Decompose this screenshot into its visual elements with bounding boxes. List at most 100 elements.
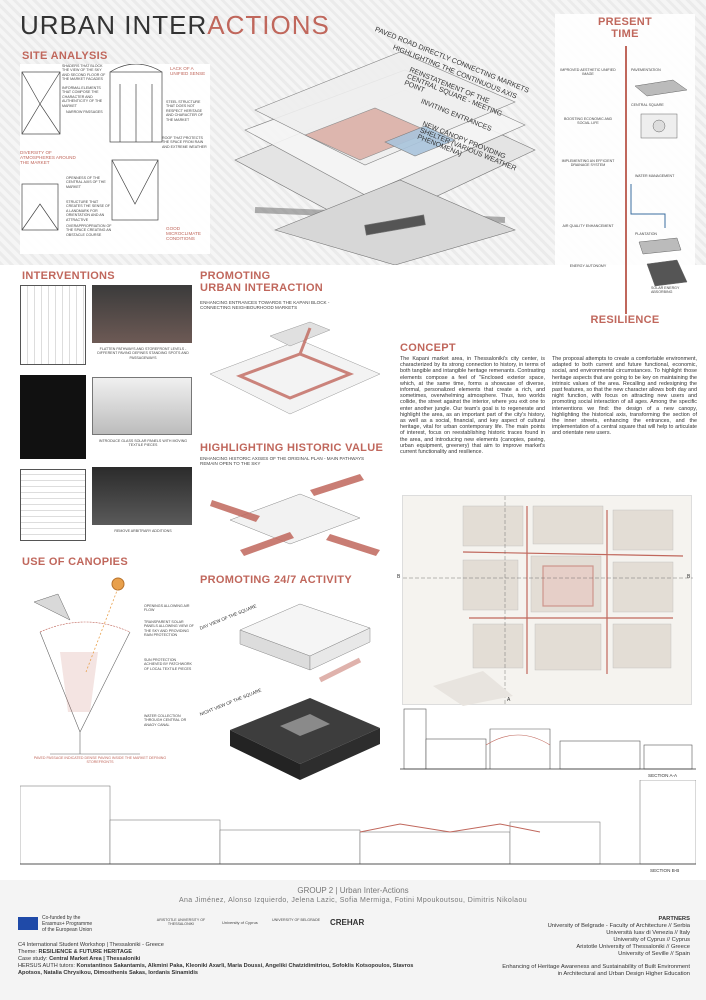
historic-diagram <box>200 470 390 570</box>
site-analysis-panel: SHADERS THAT BLOCK THE VIEW OF THE SKY A… <box>20 63 210 254</box>
timeline-left-3: IMPLEMENTING AN EFFICIENT DRAINAGE SYSTE… <box>561 159 615 168</box>
exploded-axonometric: PAVED ROAD DIRECTLY CONNECTING MARKETS H… <box>215 26 545 266</box>
title-part-2: ACTIONS <box>207 10 330 40</box>
workshop-b: | Thessaloniki - Greece <box>104 942 164 948</box>
plan-label-b-left: B <box>397 574 401 580</box>
canopy-footer: PAVED PASSAGE INDICATED DENSE PAVING INS… <box>33 756 167 765</box>
present-time-heading: PRESENT TIME <box>555 16 695 40</box>
theme-a: Theme: <box>18 949 39 955</box>
partner-1: University of Belgrade - Faculty of Arch… <box>547 923 690 929</box>
logo-2: University of Cyprus <box>222 920 258 925</box>
interventions-panel: FLATTEN PATHWAYS AND STOREFRONT LEVELS -… <box>20 285 192 545</box>
timeline-right-2: CENTRAL SQUARE <box>631 103 664 107</box>
footer: GROUP 2 | Urban Inter-Actions Ana Jiméne… <box>0 880 706 1000</box>
theme-b: RESILIENCE & FUTURE HERITAGE <box>38 949 132 955</box>
project-line2: in Architectural and Urban Design Higher… <box>557 971 690 977</box>
partner-3: University of Cyprus // Cyprus <box>613 937 690 943</box>
historic-sub: ENHANCING HISTORIC AXISES OF THE ORIGINA… <box>200 456 365 467</box>
promoting-line2: URBAN INTERACTION <box>200 282 324 294</box>
site-note-3: NARROW PASSAGES <box>66 110 103 114</box>
canopies-heading: USE OF CANOPIES <box>22 556 128 568</box>
interaction-diagram <box>200 318 390 438</box>
authors: Ana Jiménez, Alonso Izquierdo, Jelena La… <box>178 897 528 904</box>
timeline-right-4: PLANTATION <box>635 232 658 236</box>
site-note-8: OPENNESS OF THE CENTRAL AXIS OF THE MARK… <box>66 176 106 189</box>
plan-label-a-bottom: A <box>507 697 511 703</box>
tutors-line: HERSUS AUTH tutors: Konstantinos Sakanta… <box>18 963 418 977</box>
promoting-interaction-heading: PROMOTING URBAN INTERACTION <box>200 270 323 294</box>
tutors-b: Konstantinos Sakantamis, Alkmini Paka, K… <box>18 963 414 976</box>
present-time-line1: PRESENT <box>597 16 653 28</box>
intervention-sketch-3 <box>20 469 86 541</box>
site-note-10: OVERAPPROPRIATION OF THE SPACE CREATING … <box>66 224 112 237</box>
timeline-left-5: ENERGY AUTONOMY <box>569 264 607 268</box>
night-view: NIGHT VIEW OF THE SQUARE <box>199 687 390 790</box>
logo-4: CREHAR <box>330 918 365 927</box>
site-note-9: STRUCTURE THAT CREATES THE SENSE OF A LA… <box>66 200 110 222</box>
workshop-info: C4 International Student Workshop | Thes… <box>18 942 418 977</box>
case-b: Central Market Area | Thessaloniki <box>49 956 141 962</box>
timeline-icons <box>630 79 688 287</box>
timeline-left-1: IMPROVED AESTHETIC UNIFIED IMAGE <box>560 68 616 77</box>
tutors-a: HERSUS AUTH tutors: <box>18 963 77 969</box>
concept-col-2: The proposal attempts to create a comfor… <box>552 356 697 437</box>
section-aa-label: SECTION A-A <box>648 773 678 778</box>
site-note-7: DIVERSITY OF ATMOSPHERES AROUND THE MARK… <box>20 150 76 166</box>
axon-drawing <box>234 51 536 266</box>
canopy-note-3: SUN PROTECTION ACHIEVED BY PATCHWORK OF … <box>144 658 192 671</box>
site-analysis-sketches <box>21 63 163 231</box>
eu-line3: of the European Union <box>42 927 93 933</box>
historic-svg <box>210 474 380 556</box>
title-part-1: URBAN INTER <box>20 10 208 40</box>
eu-line2: Erasmus+ Programme <box>42 921 93 927</box>
section-bb-svg <box>19 779 697 865</box>
logo-3: UNIVERSITY OF BELGRADE <box>272 918 321 922</box>
partner-2: Università Iuav di Venezia // Italy <box>606 930 690 936</box>
interventions-heading: INTERVENTIONS <box>22 270 115 282</box>
present-time-column: PRESENT TIME IMPROVED AESTHETIC UNIFIED … <box>555 14 695 332</box>
workshop-line: C4 International Student Workshop | Thes… <box>18 942 418 949</box>
day-view: DAY VIEW OF THE SQUARE <box>199 590 390 690</box>
interaction-svg <box>209 321 381 415</box>
resilience-label: RESILIENCE <box>590 314 660 326</box>
night-view-svg <box>230 698 380 780</box>
timeline-axis <box>625 46 627 314</box>
partners-title: PARTNERS <box>658 916 690 922</box>
site-plan-svg <box>403 496 693 706</box>
eu-flag <box>18 917 38 930</box>
section-bb-label: SECTION B-B <box>650 868 680 873</box>
day-view-svg <box>239 603 371 683</box>
section-aa: SECTION A-A <box>400 705 696 778</box>
promoting-line1: PROMOTING <box>200 270 271 282</box>
present-time-line2: TIME <box>611 28 639 40</box>
case-a: Case study: <box>18 956 50 962</box>
site-note-2: INFORMAL ELEMENTS THAT COMPOSE THE CHARA… <box>62 86 103 108</box>
plan-label-b-right: B <box>687 574 691 580</box>
project-line1: Enhancing of Heritage Awareness and Sust… <box>502 964 690 970</box>
timeline-left-4: AIR QUALITY ENHANCEMENT <box>562 224 614 228</box>
intervention-photo-3 <box>92 467 192 525</box>
site-note-11: GOOD MICROCLIMATE CONDITIONS <box>166 226 201 242</box>
promoting-interaction-sub: ENHANCING ENTRANCES TOWARDS THE KAPANI B… <box>200 300 330 311</box>
logo-1: ARISTOTLE UNIVERSITY OF THESSALONIKI <box>156 918 206 926</box>
page-title: URBAN INTERACTIONS <box>20 10 330 41</box>
site-note-4: LACK OF A UNIFIED SENSE <box>170 66 206 77</box>
site-plan: B B A <box>397 495 693 706</box>
section-bb: SECTION B-B <box>19 779 697 875</box>
site-note-6: ROOF THAT PROTECTS THE SPACE FROM RAIN A… <box>162 136 207 149</box>
partner-4: Aristotle University of Thessaloniki // … <box>576 944 690 950</box>
canopy-note-2: TRANSPARENT SOLAR PANELS ALLOWING VIEW O… <box>144 620 194 638</box>
intervention-photo-1 <box>92 285 192 343</box>
historic-heading: HIGHLIGHTING HISTORIC VALUE <box>200 442 384 454</box>
intervention-caption-3: REMOVE ARBITRARY ADDITIONS <box>114 529 172 533</box>
partner-5: University of Seville // Spain <box>618 951 690 957</box>
timeline-right-1: PAVEMENTATION <box>631 68 661 72</box>
timeline-right-5: SOLAR ENERGY ABSORBING <box>651 286 680 295</box>
case-line: Case study: Central Market Area | Thessa… <box>18 956 418 963</box>
eu-text: Co-funded by the Erasmus+ Programme of t… <box>42 915 92 933</box>
canopy-drawing <box>33 577 140 755</box>
intervention-caption-1: FLATTEN PATHWAYS AND STOREFRONT LEVELS -… <box>97 347 189 360</box>
workshop-a: C4 International Student Workshop <box>18 942 105 948</box>
partners: PARTNERS University of Belgrade - Facult… <box>450 916 690 978</box>
section-aa-svg <box>400 708 696 770</box>
